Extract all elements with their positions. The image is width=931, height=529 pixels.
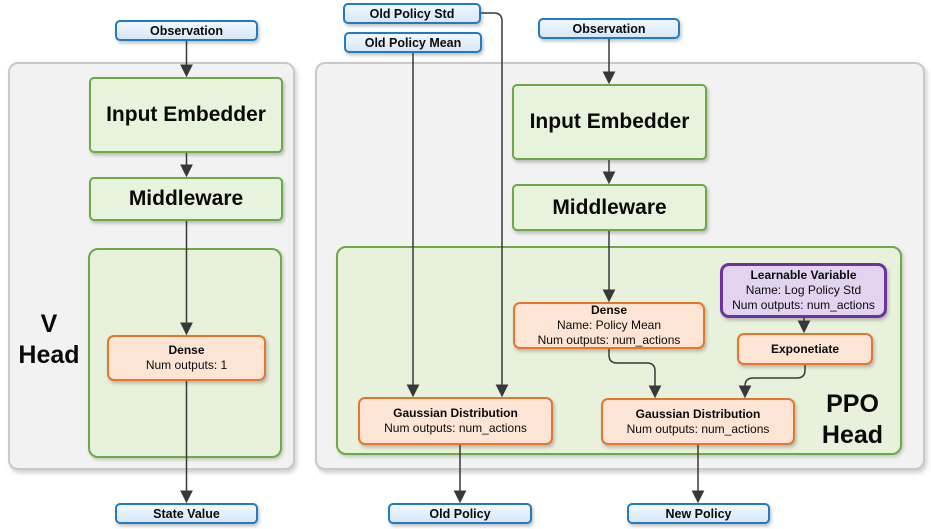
input-embedder-label: Input Embedder <box>529 110 690 133</box>
exponetiate-label: Exponetiate <box>770 341 839 356</box>
learnable-variable-title: Learnable Variable <box>750 268 857 282</box>
gaussian-distribution-new-node: Gaussian Distribution Num outputs: num_a… <box>601 398 795 445</box>
gaussian-title: Gaussian Distribution <box>393 406 518 420</box>
input-embedder-label: Input Embedder <box>106 103 266 126</box>
learnable-variable-outputs: Num outputs: num_actions <box>732 298 875 312</box>
old-policy-std-node: Old Policy Std <box>343 3 481 24</box>
v-head-title: V Head <box>10 309 88 371</box>
dense-name: Name: Policy Mean <box>556 318 662 332</box>
learnable-variable-node: Learnable Variable Name: Log Policy Std … <box>720 263 887 318</box>
gaussian-distribution-old-node: Gaussian Distribution Num outputs: num_a… <box>358 397 553 445</box>
ppo-head-title: PPO Head <box>805 389 900 451</box>
dense-title: Dense <box>590 303 628 317</box>
old-policy-label: Old Policy <box>429 506 491 521</box>
ppo-head-title-line2: Head <box>821 421 884 449</box>
v-head-title-line2: Head <box>18 341 80 369</box>
old-policy-mean-label: Old Policy Mean <box>364 35 462 50</box>
old-policy-mean-node: Old Policy Mean <box>344 32 482 53</box>
dense-title: Dense <box>168 343 205 357</box>
learnable-variable-name: Name: Log Policy Std <box>745 283 862 297</box>
old-policy-node: Old Policy <box>388 503 532 524</box>
exponetiate-node: Exponetiate <box>737 333 873 365</box>
middleware-label: Middleware <box>128 187 244 210</box>
dense-policy-mean-node: Dense Name: Policy Mean Num outputs: num… <box>513 302 705 349</box>
old-policy-std-label: Old Policy Std <box>369 6 455 21</box>
input-embedder-node-v: Input Embedder <box>89 77 283 153</box>
gaussian-title: Gaussian Distribution <box>635 406 761 421</box>
gaussian-outputs: Num outputs: num_actions <box>384 421 527 435</box>
middleware-node-v: Middleware <box>89 177 283 221</box>
dense-outputs: Num outputs: 1 <box>145 358 228 372</box>
new-policy-label: New Policy <box>665 506 732 521</box>
middleware-node-ppo: Middleware <box>512 184 707 231</box>
state-value-node: State Value <box>115 503 258 524</box>
new-policy-node: New Policy <box>627 503 770 524</box>
state-value-label: State Value <box>153 506 220 521</box>
gaussian-outputs: Num outputs: num_actions <box>626 421 770 436</box>
ppo-head-title-line1: PPO <box>826 390 879 418</box>
dense-node-v: Dense Num outputs: 1 <box>107 335 266 381</box>
observation-label: Observation <box>150 23 223 38</box>
dense-outputs: Num outputs: num_actions <box>537 333 681 347</box>
middleware-label: Middleware <box>552 195 667 219</box>
observation-label: Observation <box>572 21 646 36</box>
observation-node-v: Observation <box>115 20 258 41</box>
observation-node-ppo: Observation <box>538 18 680 39</box>
input-embedder-node-ppo: Input Embedder <box>512 84 707 160</box>
v-head-title-line1: V <box>40 310 58 338</box>
